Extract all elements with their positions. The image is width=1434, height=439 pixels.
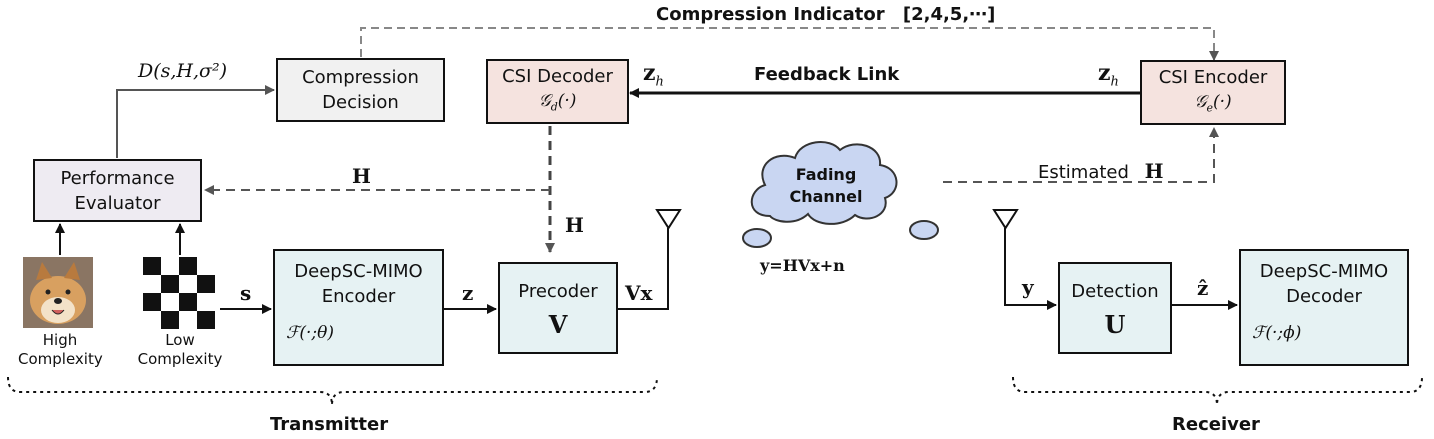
rx-antenna-icon: [992, 209, 1019, 230]
precoder-box: Precoder V: [498, 262, 618, 354]
csi-encoder-title: CSI Encoder: [1158, 66, 1268, 88]
vx-label: Vx: [625, 281, 653, 305]
compression-decision-line2: Decision: [322, 92, 399, 113]
transmitter-label: Transmitter: [270, 414, 389, 435]
compression-indicator-text: Compression Indicator: [656, 4, 885, 25]
performance-evaluator-line1: Performance: [60, 167, 175, 189]
deepsc-decoder-line2: Decoder: [1286, 286, 1362, 307]
deepsc-encoder-line1: DeepSC-MIMO: [294, 261, 423, 282]
detection-title: Detection: [1071, 281, 1159, 302]
distortion-label: D(s,H,σ²): [138, 60, 228, 82]
feedback-link-label: Feedback Link: [754, 64, 900, 85]
deepsc-decoder-box: DeepSC-MIMO Decoder ℱ(·;ϕ): [1239, 249, 1409, 366]
z-label: z: [462, 281, 474, 305]
performance-evaluator-box: Performance Evaluator: [33, 159, 202, 222]
cloud-puff-left: [742, 228, 772, 248]
y-label: y: [1022, 275, 1034, 299]
zh-right-label: zh: [1098, 60, 1119, 90]
csi-decoder-box: CSI Decoder 𝒢d(·): [486, 59, 629, 124]
low-complexity-image: [143, 257, 215, 329]
csi-decoder-title: CSI Decoder: [502, 65, 613, 87]
evaluator-to-decision-arrow: [116, 85, 275, 158]
deepsc-encoder-box: DeepSC-MIMO Encoder ℱ(·;θ): [273, 249, 444, 366]
tx-antenna-icon: [655, 209, 682, 230]
performance-evaluator-line2: Evaluator: [74, 192, 161, 214]
csi-encoder-func: 𝒢e(·): [1194, 91, 1232, 115]
csi-decoder-func: 𝒢d(·): [538, 90, 577, 114]
estimated-h-dashed: [943, 127, 1219, 183]
h-evaluator-label: H: [352, 164, 371, 188]
deepsc-decoder-func: ℱ(·;ϕ): [1252, 323, 1302, 343]
csi-encoder-box: CSI Encoder 𝒢e(·): [1140, 60, 1286, 125]
deepsc-encoder-func: ℱ(·;θ): [286, 323, 334, 343]
estimated-text: Estimated: [1038, 162, 1129, 183]
detection-box: Detection U: [1058, 262, 1172, 354]
s-label: s: [240, 281, 252, 305]
detection-symbol: U: [1104, 310, 1126, 339]
zhat-label: ẑ: [1197, 276, 1209, 300]
transmitter-bracket: [7, 376, 658, 406]
precoder-title: Precoder: [518, 281, 598, 302]
deepsc-decoder-line1: DeepSC-MIMO: [1259, 261, 1389, 282]
fading-channel-cloud: [750, 141, 898, 225]
cloud-puff-right: [909, 220, 939, 240]
estimated-h-symbol: H: [1144, 159, 1164, 183]
receiver-bracket: [1012, 376, 1423, 406]
vx-line: [618, 228, 669, 310]
deepsc-encoder-line2: Encoder: [321, 286, 396, 307]
compression-indicator-label: Compression Indicator [2,4,5,⋯]: [656, 4, 995, 25]
compression-decision-box: Compression Decision: [276, 58, 445, 122]
fading-channel-label: Fading Channel: [789, 165, 863, 206]
precoder-symbol: V: [548, 310, 568, 339]
rx-line: [1004, 228, 1057, 310]
high-complexity-image: [23, 257, 93, 328]
compression-indicator-values: [2,4,5,⋯]: [902, 4, 996, 25]
channel-equation: y=HVx+n: [760, 256, 845, 275]
estimated-h-label: Estimated H: [1038, 159, 1164, 183]
receiver-label: Receiver: [1172, 414, 1260, 435]
h-precoder-label: H: [565, 213, 584, 237]
compression-decision-line1: Compression: [302, 67, 419, 88]
zh-left-label: zh: [643, 60, 664, 90]
compression-indicator-line: [360, 27, 1219, 61]
